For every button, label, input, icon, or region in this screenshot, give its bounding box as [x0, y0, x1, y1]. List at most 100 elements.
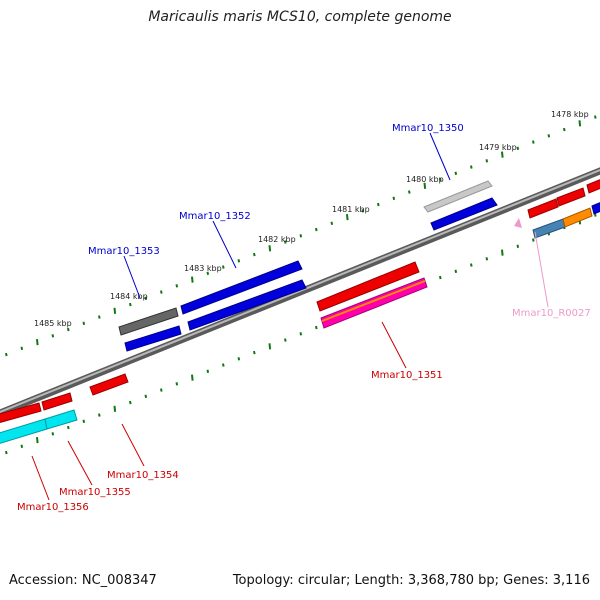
scale-tick: [98, 413, 101, 417]
scale-tick: [532, 140, 535, 144]
scale-label: 1479 kbp: [479, 143, 517, 152]
gene-label-mmar10-1355[interactable]: Mmar10_1355: [59, 487, 131, 498]
scale-tick: [470, 165, 473, 169]
callout-line: [212, 220, 237, 269]
scale-tick: [578, 120, 582, 127]
scale-tick: [5, 352, 8, 357]
scale-tick: [501, 249, 504, 256]
scale-tick: [20, 346, 24, 350]
gene-labels: Mmar10_1350 Mmar10_1352 Mmar10_1353 Mmar…: [17, 123, 591, 513]
scale-tick: [206, 369, 210, 373]
gene-arrow-right-5[interactable]: [562, 207, 593, 228]
scale-tick: [51, 432, 55, 436]
accession-value: NC_008347: [81, 573, 157, 588]
scale-label: 1483 kbp: [184, 264, 222, 273]
scale-tick: [175, 382, 179, 386]
gene-label-mmar10-1356[interactable]: Mmar10_1356: [17, 502, 89, 513]
gene-arrow-right-6[interactable]: [591, 201, 600, 215]
gene-arrow-mmar10-1354[interactable]: [89, 373, 129, 396]
scale-tick: [144, 394, 148, 398]
scale-tick: [191, 276, 194, 283]
scale-tick: [408, 190, 411, 194]
scale-tick: [160, 388, 163, 392]
accession-info: Accession: NC_008347: [9, 573, 157, 588]
scale-tick: [284, 240, 287, 244]
scale-tick: [222, 363, 225, 367]
callout-line: [429, 132, 451, 181]
scale-tick: [423, 182, 427, 189]
scale-tick: [98, 315, 101, 319]
scale-tick: [299, 234, 303, 238]
rrna-marker-mmar10-r0027[interactable]: [514, 218, 522, 228]
scale-tick: [160, 290, 163, 294]
scale-tick: [439, 177, 442, 182]
gene-label-mmar10-r0027[interactable]: Mmar10_R0027: [512, 308, 591, 319]
scale-tick: [175, 284, 179, 288]
map-title: Maricaulis maris MCS10, complete genome: [148, 9, 452, 25]
scale-tick: [392, 196, 396, 200]
scale-tick: [222, 265, 225, 269]
scale-tick: [454, 171, 458, 175]
scale-tick: [268, 343, 272, 350]
scale-tick: [206, 271, 210, 275]
scale-tick: [129, 400, 132, 405]
gene-arrow-mmar10-1351[interactable]: [316, 261, 420, 312]
gene-arrow-right-3[interactable]: [586, 178, 600, 194]
accession-label: Accession:: [9, 573, 78, 588]
scale-tick: [67, 425, 70, 430]
callout-lines: [31, 132, 549, 501]
gene-arrow-right-2[interactable]: [556, 187, 586, 207]
scale-label: 1481 kbp: [332, 205, 370, 214]
callout-line: [534, 231, 549, 308]
scale-tick: [237, 259, 241, 263]
scale-label: 1480 kbp: [406, 175, 444, 184]
scale-tick: [454, 269, 458, 273]
callout-line: [31, 455, 50, 501]
gene-arrow-cyan-2[interactable]: [44, 409, 78, 430]
scale-tick: [144, 296, 148, 300]
gene-arrow-right-1[interactable]: [527, 198, 559, 219]
scale-label: 1482 kbp: [258, 235, 296, 244]
scale-tick: [439, 275, 442, 280]
scale-tick: [299, 332, 303, 336]
gene-arrow-mmar10-1353-b[interactable]: [124, 325, 182, 352]
scale-tick: [516, 244, 520, 248]
scale-tick: [470, 263, 473, 267]
scale-tick: [237, 357, 241, 361]
scale-tick: [284, 338, 287, 342]
genes-value: 3,116: [552, 573, 590, 588]
forward-strand-genes: [118, 178, 600, 352]
scale-tick: [377, 202, 380, 207]
gene-arrow-mmar10-1352-b[interactable]: [187, 279, 307, 331]
scale-tick: [501, 151, 504, 158]
length-label: Length:: [354, 573, 404, 588]
gene-arrow-mmar10-1355[interactable]: [41, 392, 73, 411]
scale-tick: [20, 444, 24, 448]
gene-arrow-cyan-1[interactable]: [0, 418, 48, 444]
gene-label-mmar10-1353[interactable]: Mmar10_1353: [88, 246, 160, 257]
gene-arrow-mmar10-1350-b[interactable]: [430, 197, 498, 231]
length-value: 3,368,780 bp: [407, 573, 495, 588]
gene-arrow-mmar10-1356[interactable]: [0, 402, 42, 423]
scale-tick: [532, 238, 535, 242]
gene-arrow-mmar10-1350[interactable]: [423, 180, 493, 213]
gene-label-mmar10-1351[interactable]: Mmar10_1351: [371, 370, 443, 381]
scale-tick: [330, 221, 334, 225]
genes-label: Genes:: [503, 573, 549, 588]
scale-tick: [113, 405, 117, 412]
callout-line: [123, 255, 141, 299]
scale-tick: [346, 214, 349, 221]
gene-arrow-mmar10-1352[interactable]: [180, 260, 303, 315]
scale-tick: [594, 213, 597, 217]
callout-line: [67, 440, 93, 486]
scale-label: 1485 kbp: [34, 319, 72, 328]
scale-tick: [594, 115, 597, 119]
gene-arrow-mmar10-1353[interactable]: [118, 307, 179, 336]
gene-stripe: [321, 280, 426, 322]
gene-label-mmar10-1352[interactable]: Mmar10_1352: [179, 211, 251, 222]
gene-label-mmar10-1354[interactable]: Mmar10_1354: [107, 470, 179, 481]
gene-label-mmar10-1350[interactable]: Mmar10_1350: [392, 123, 464, 134]
scale-tick: [485, 257, 489, 261]
scale-tick: [485, 159, 489, 163]
